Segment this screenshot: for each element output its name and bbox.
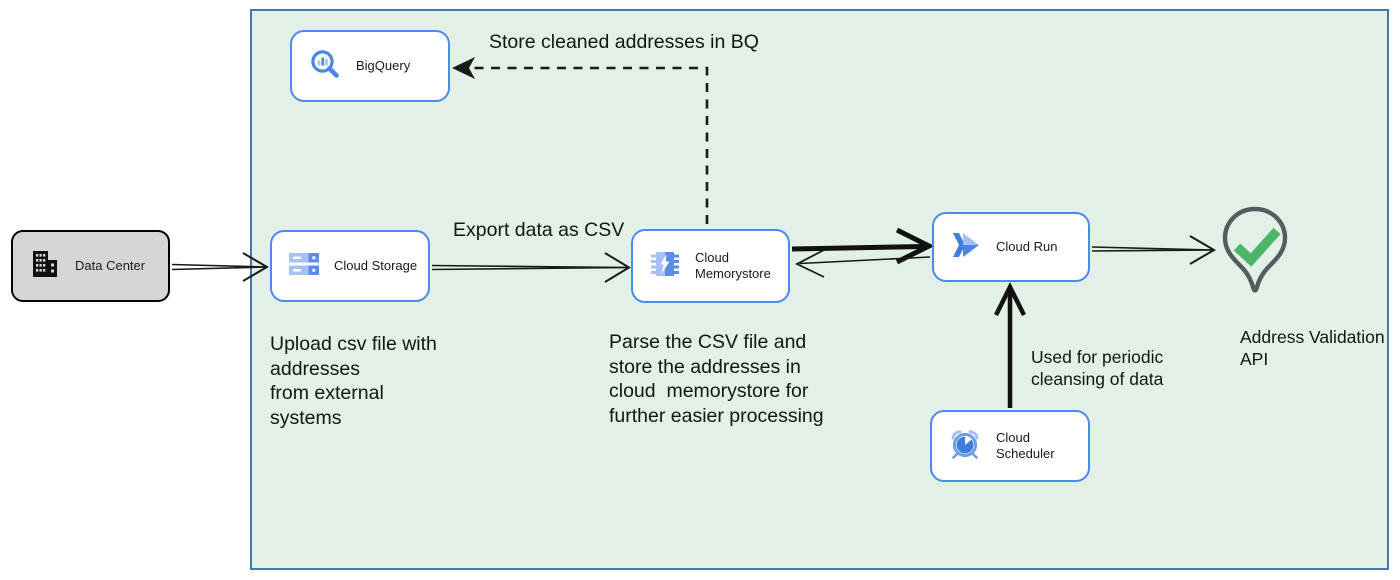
gcp-boundary-container [250, 9, 1389, 570]
node-bigquery: BigQuery [290, 30, 450, 102]
store-bq-annotation: Store cleaned addresses in BQ [489, 31, 759, 53]
node-label: Cloud Run [996, 238, 1058, 254]
node-data-center: Data Center [11, 230, 170, 302]
node-cloud-memorystore: Cloud Memorystore [631, 229, 790, 303]
node-label: Cloud Storage [334, 257, 418, 273]
bigquery-icon [309, 48, 341, 85]
cloud-run-icon [951, 232, 981, 263]
node-label: Cloud Memorystore [695, 249, 771, 281]
node-cloud-run: Cloud Run [932, 212, 1090, 282]
cloud-scheduler-icon [949, 429, 981, 464]
node-cloud-storage: Cloud Storage [270, 230, 430, 302]
map-pin-check-icon [1218, 204, 1292, 308]
memorystore-icon [650, 250, 680, 283]
export-csv-annotation: Export data as CSV [453, 219, 625, 241]
cloud-storage-icon [289, 252, 319, 281]
upload-note-annotation: Upload csv file with addresses from exte… [270, 333, 437, 429]
parse-note-annotation: Parse the CSV file and store the address… [609, 331, 824, 427]
address-validation-api-label: Address Validation API [1240, 327, 1385, 370]
node-label: Cloud Scheduler [996, 429, 1055, 461]
node-cloud-scheduler: Cloud Scheduler [930, 410, 1090, 482]
node-label: BigQuery [356, 57, 411, 73]
node-label: Data Center [75, 257, 146, 273]
building-icon [30, 249, 60, 284]
scheduler-note-annotation: Used for periodic cleansing of data [1031, 347, 1164, 390]
